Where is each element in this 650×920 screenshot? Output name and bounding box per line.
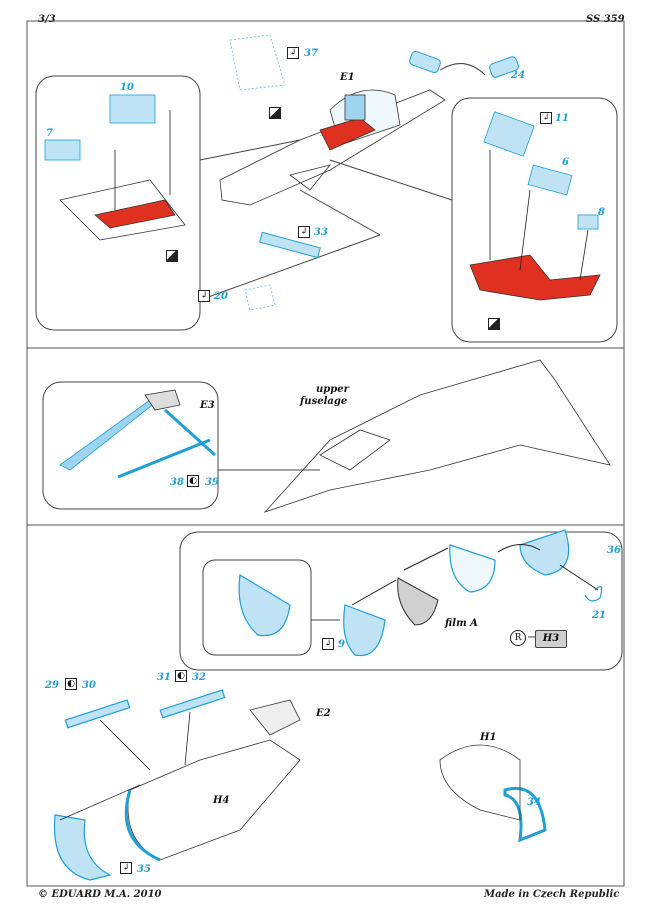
- inset-left: [35, 75, 201, 331]
- page-frame: [26, 20, 625, 887]
- part-label: 32: [192, 672, 206, 683]
- part-label: E1: [340, 72, 355, 83]
- inset-canopy: [179, 531, 623, 671]
- part-label: H1: [480, 732, 497, 743]
- part-label: 9: [338, 639, 345, 650]
- part-label: 8: [598, 207, 605, 218]
- part-label: 31: [157, 672, 171, 683]
- canopy-frames: [238, 529, 603, 657]
- origin: Made in Czech Republic: [484, 889, 620, 900]
- left-inset-drawing: [44, 94, 186, 241]
- part-label: 20: [214, 291, 228, 302]
- part-label: 24: [511, 70, 525, 81]
- part-label: 11: [555, 113, 569, 124]
- part-label: 36: [607, 545, 621, 556]
- fold-icon: ↲: [287, 47, 299, 59]
- paint-icon: [269, 107, 281, 119]
- fold-icon: ↲: [120, 862, 132, 874]
- part-label: H4: [213, 795, 230, 806]
- paint-icon: [488, 318, 500, 330]
- part-label: 6: [562, 157, 569, 168]
- cockpit-tub: [219, 89, 446, 206]
- lower-drawings: [53, 689, 547, 881]
- part-label: 38: [170, 477, 184, 488]
- inset-right: [451, 97, 618, 343]
- remove-icon: R: [510, 630, 526, 646]
- fold-icon: ↲: [198, 290, 210, 302]
- part-label: 10: [120, 82, 134, 93]
- fold-icon: ↲: [298, 226, 310, 238]
- fuselage-section: [59, 699, 521, 862]
- page-number: 3/3: [38, 14, 56, 25]
- film-a: [397, 577, 439, 626]
- kit-code: SS 359: [586, 14, 625, 25]
- part-label: 39: [205, 477, 219, 488]
- right-inset-drawing: [469, 111, 601, 301]
- part-label: 21: [592, 610, 606, 621]
- part-label: 33: [314, 227, 328, 238]
- part-label: E2: [316, 708, 331, 719]
- copyright: © EDUARD M.A. 2010: [38, 889, 162, 900]
- film-label: film A: [445, 618, 478, 629]
- fold-icon: ↲: [540, 112, 552, 124]
- bend-icon: ◐: [65, 678, 77, 690]
- bend-icon: ◐: [175, 670, 187, 682]
- part-label: 7: [46, 128, 53, 139]
- inset-fuselage: [42, 381, 219, 510]
- caption-upper: upper: [316, 384, 349, 395]
- bend-icon: ◐: [187, 475, 199, 487]
- part-label: 37: [304, 48, 318, 59]
- part-label: E3: [200, 400, 215, 411]
- part-label: 35: [137, 864, 151, 875]
- upper-fuselage-drawing: [59, 359, 611, 513]
- inset-canopy-detail: [202, 559, 312, 656]
- part-label: 34: [527, 797, 541, 808]
- part-label: 30: [82, 680, 96, 691]
- paint-icon: [166, 250, 178, 262]
- caption-fuselage: fuselage: [300, 396, 348, 407]
- part-label: 29: [45, 680, 59, 691]
- fold-icon: ↲: [322, 638, 334, 650]
- part-h3-box: H3: [535, 630, 567, 648]
- part-37-outline: [229, 34, 286, 91]
